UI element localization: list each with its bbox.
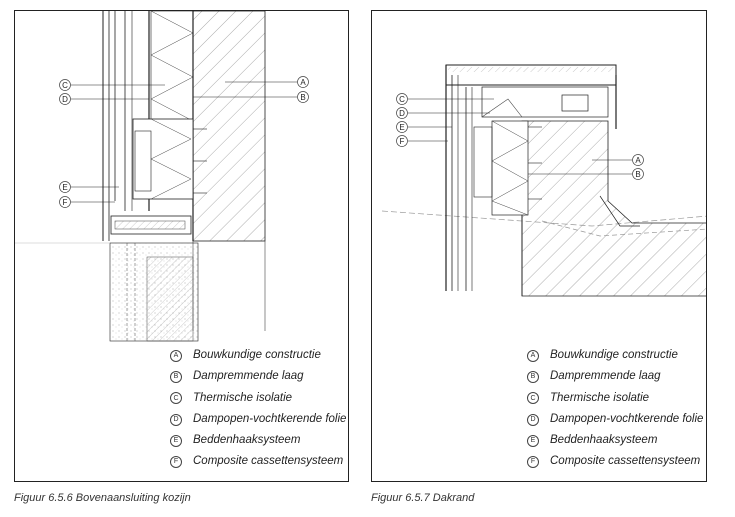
callout-f: F: [59, 196, 115, 208]
legend-item: A Bouwkundige constructie: [170, 345, 346, 366]
legend-item: B Dampremmende laag: [170, 366, 346, 387]
legend-label: Thermische isolatie: [550, 391, 650, 404]
legend-label: Bouwkundige constructie: [550, 349, 678, 361]
legend-label: Dampremmende laag: [193, 370, 304, 383]
legend-key-badge: F: [170, 456, 182, 469]
svg-text:D: D: [62, 95, 68, 104]
svg-text:D: D: [399, 109, 405, 118]
svg-text:B: B: [635, 170, 640, 179]
legend-item: A Bouwkundige constructie: [527, 345, 703, 366]
legend-key-badge: F: [527, 456, 539, 469]
callout-a: A: [592, 154, 644, 166]
legend-item: E Beddenhaaksysteem: [527, 430, 703, 451]
legend-label: Bouwkundige constructie: [193, 349, 321, 361]
figure-left-caption: Figuur 6.5.6 Bovenaansluiting kozijn: [14, 492, 191, 504]
svg-text:E: E: [62, 183, 67, 192]
wall-structure: [192, 11, 266, 242]
legend-key-badge: A: [170, 349, 182, 362]
legend-key-badge: D: [527, 413, 539, 426]
legend-item: D Dampopen-vochtkerende folie: [527, 409, 703, 430]
legend-key-badge: D: [170, 413, 182, 426]
svg-text:C: C: [399, 95, 405, 104]
callout-f: F: [396, 135, 448, 147]
roof-edge-structure: [521, 120, 706, 297]
legend-label: Composite cassettensysteem: [193, 455, 344, 468]
callout-e: E: [59, 181, 119, 193]
figure-right-drawing: C D E F A B: [381, 64, 706, 297]
svg-text:B: B: [300, 93, 305, 102]
legend-label: Dampremmende laag: [550, 370, 661, 383]
legend-key-badge: C: [527, 392, 539, 405]
callout-b: B: [193, 91, 309, 103]
legend-label: Thermische isolatie: [193, 391, 293, 404]
legend-item: F Composite cassettensysteem: [170, 451, 346, 472]
legend-right: A Bouwkundige constructie B Dampremmende l…: [527, 345, 703, 473]
legend-label: Composite cassettensysteem: [550, 455, 701, 468]
callout-d: D: [396, 107, 490, 119]
legend-item: E Beddenhaaksysteem: [170, 430, 346, 451]
figure-left-drawing: C D E F A B: [15, 11, 309, 342]
svg-text:E: E: [399, 123, 404, 132]
callout-c: C: [59, 79, 165, 91]
legend-key-badge: B: [170, 370, 182, 383]
figure-right-caption: Figuur 6.5.7 Dakrand: [371, 492, 475, 504]
legend-item: C Thermische isolatie: [527, 388, 703, 409]
callout-c: C: [396, 93, 494, 105]
legend-item: F Composite cassettensysteem: [527, 451, 703, 472]
svg-text:A: A: [300, 78, 306, 87]
legend-label: Beddenhaaksysteem: [193, 434, 301, 447]
legend-item: B Dampremmende laag: [527, 366, 703, 387]
callout-d: D: [59, 93, 149, 105]
legend-item: C Thermische isolatie: [170, 388, 346, 409]
svg-text:A: A: [635, 156, 641, 165]
legend-key-badge: B: [527, 370, 539, 383]
legend-key-badge: A: [527, 349, 539, 362]
legend-item: D Dampopen-vochtkerende folie: [170, 409, 346, 430]
legend-label: Dampopen-vochtkerende folie: [193, 412, 347, 425]
legend-key-badge: C: [170, 392, 182, 405]
callout-e: E: [396, 121, 452, 133]
bracket-box: [132, 118, 194, 200]
svg-text:F: F: [63, 198, 68, 207]
callout-b: B: [528, 168, 644, 180]
insulation-zigzag: [150, 11, 194, 122]
legend-label: Dampopen-vochtkerende folie: [550, 412, 704, 425]
callout-a: A: [225, 76, 309, 88]
legend-key-badge: E: [170, 434, 182, 447]
svg-text:C: C: [62, 81, 68, 90]
insulation-layer: [491, 120, 529, 216]
legend-label: Beddenhaaksysteem: [550, 434, 658, 447]
svg-text:F: F: [400, 137, 405, 146]
legend-key-badge: E: [527, 434, 539, 447]
legend-left: A Bouwkundige constructie B Dampremmende l…: [170, 345, 346, 473]
